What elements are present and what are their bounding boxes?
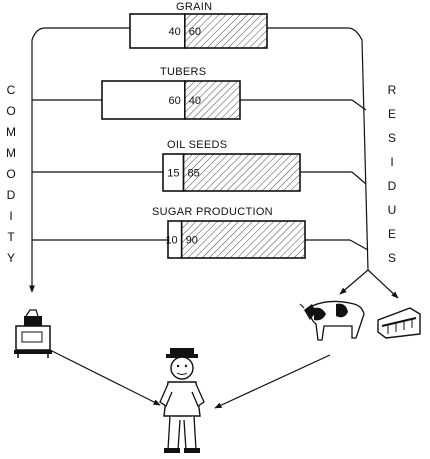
residues-segment: [180, 220, 306, 259]
residues-value: 90: [186, 235, 198, 247]
residues-segment: [184, 13, 268, 49]
connector-lines: [32, 99, 399, 409]
residues-value: 85: [188, 168, 200, 180]
commodity-value: 60: [169, 95, 181, 107]
bar-oil-seeds: OIL SEEDS 15 85: [162, 139, 301, 192]
residues-value: 40: [189, 95, 201, 107]
bar-sugar-production: SUGAR PRODUCTION 10 90: [152, 206, 306, 259]
residues-value: 60: [189, 26, 201, 38]
commodity-value: 40: [169, 26, 181, 38]
cooking-stove-icon: [14, 309, 52, 358]
livestock-feeder-icon: [377, 307, 421, 339]
commodity-value: 10: [165, 235, 177, 247]
farmer-figure-icon: [159, 348, 205, 453]
bar-label: OIL SEEDS: [167, 139, 227, 151]
commodity-value: 15: [167, 168, 179, 180]
bar-label: SUGAR PRODUCTION: [152, 206, 273, 218]
residues-segment: [184, 80, 241, 120]
residues-flow-line: [267, 27, 369, 271]
bar-grain: GRAIN 40 60: [129, 1, 268, 49]
residues-segment: [182, 153, 301, 192]
commodity-flow-line: [29, 27, 130, 293]
cow-icon: [299, 300, 365, 341]
bar-tubers: TUBERS 60 40: [101, 66, 241, 120]
bar-label: TUBERS: [160, 66, 206, 78]
bar-label: GRAIN: [176, 1, 212, 13]
